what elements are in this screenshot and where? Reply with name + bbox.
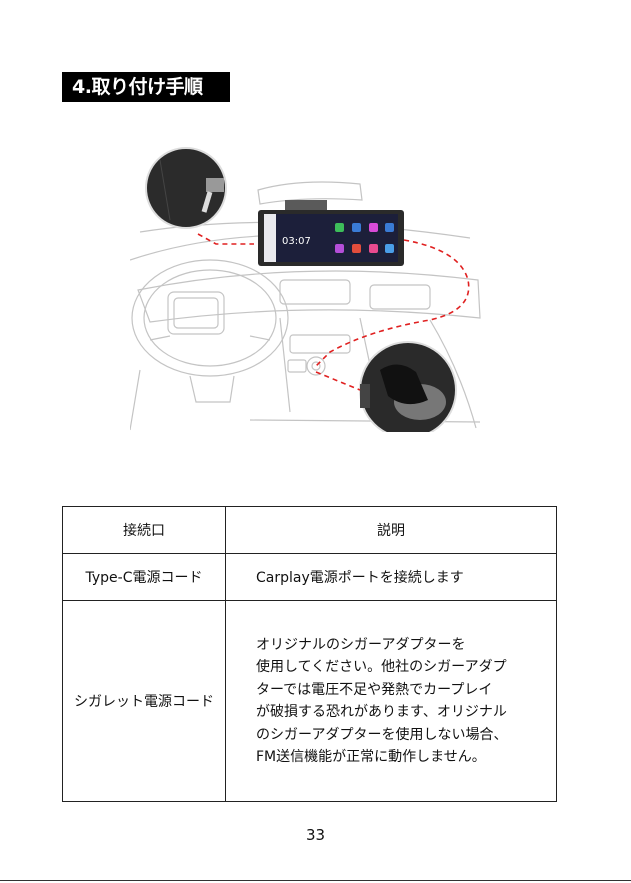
description-line: のシガーアダプターを使用しない場合、 xyxy=(256,724,556,747)
bottom-rule xyxy=(0,880,631,881)
table-row: シガレット電源コード オリジナルのシガーアダプターを 使用してください。他社のシ… xyxy=(63,601,557,802)
port-cell: Type-C電源コード xyxy=(63,554,226,601)
header-description: 説明 xyxy=(226,507,557,554)
port-cell: シガレット電源コード xyxy=(63,601,226,802)
inset-cigarette-socket xyxy=(360,342,456,432)
table-row: Type-C電源コード Carplay電源ポートを接続します xyxy=(63,554,557,601)
connection-table: 接続口 説明 Type-C電源コード Carplay電源ポートを接続します シガ… xyxy=(62,506,557,802)
installation-illustration: 03:07 xyxy=(130,140,488,432)
description-line: FM送信機能が正常に動作しません。 xyxy=(256,746,556,769)
description-line: 使用してください。他社のシガーアダプ xyxy=(256,656,556,679)
description-line: オリジナルのシガーアダプターを xyxy=(256,634,556,657)
description-line: が破損する恐れがあります、オリジナル xyxy=(256,701,556,724)
description-cell: オリジナルのシガーアダプターを 使用してください。他社のシガーアダプ ターでは電… xyxy=(226,601,557,802)
table-header-row: 接続口 説明 xyxy=(63,507,557,554)
carplay-head-unit: 03:07 xyxy=(258,200,404,266)
description-line: ターでは電圧不足や発熱でカープレイ xyxy=(256,679,556,702)
screen-time: 03:07 xyxy=(282,236,311,247)
description-cell: Carplay電源ポートを接続します xyxy=(226,554,557,601)
page-number: 33 xyxy=(0,826,631,844)
section-title: 4.取り付け手順 xyxy=(62,72,230,102)
inset-type-c-port xyxy=(146,148,226,228)
header-port: 接続口 xyxy=(63,507,226,554)
